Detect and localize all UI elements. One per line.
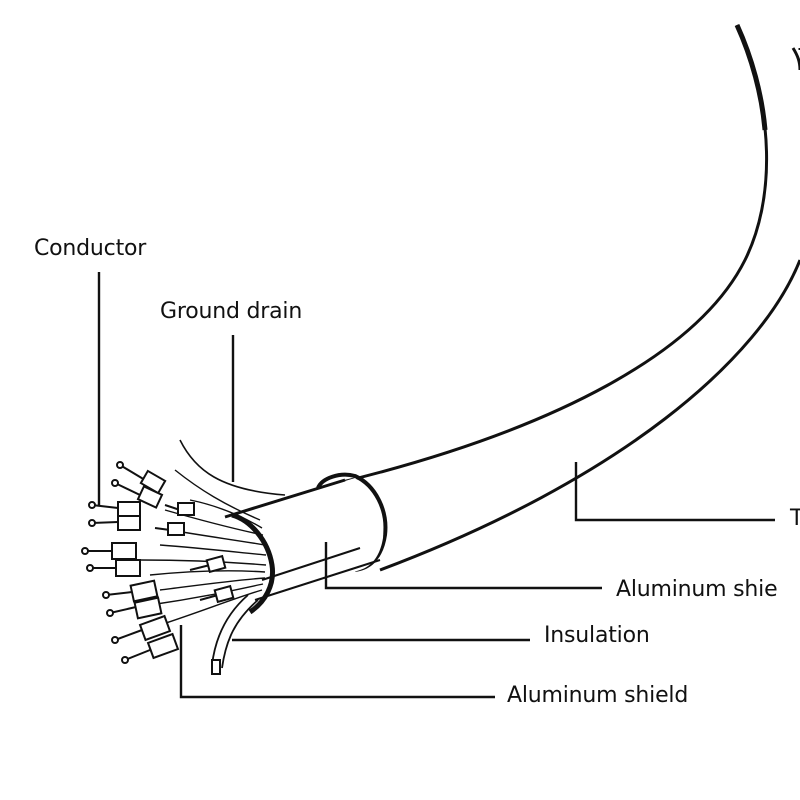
label-aluminum-shield-outer: Aluminum shie [616, 577, 778, 602]
jacket-outline-bottom-top [791, 47, 800, 71]
label-ground-drain: Ground drain [160, 299, 303, 324]
leader-aluminum-shield-outer [324, 542, 602, 590]
label-conductor: Conductor [34, 236, 147, 261]
conductor [106, 596, 163, 620]
shield-foil-body [232, 478, 384, 603]
jacket-outline-top [329, 24, 768, 487]
label-aluminum-shield-inner: Aluminum shield [507, 683, 689, 708]
conductor [199, 584, 235, 604]
conductor [86, 559, 141, 577]
conductor [111, 614, 172, 644]
conductor [189, 554, 227, 574]
jacket-outline-bottom [379, 48, 800, 572]
leader-jacket [574, 462, 775, 522]
conductor [154, 522, 185, 536]
conductor-pairs [81, 461, 235, 664]
conductor [164, 502, 195, 516]
shield-foil-top [224, 478, 346, 519]
conductor [116, 461, 167, 495]
shield-foil-rim [231, 512, 276, 615]
conductor [111, 479, 164, 509]
label-jacket: T [790, 506, 800, 531]
insulated-wire [211, 594, 259, 669]
label-insulation: Insulation [544, 623, 650, 648]
conductor [102, 579, 159, 603]
conductor [81, 542, 137, 560]
conductor [88, 515, 141, 531]
conductor [88, 501, 141, 517]
ground-drain-wire [179, 439, 286, 496]
conductor [121, 632, 180, 664]
jacket-opening [316, 472, 388, 572]
leader-aluminum-shield-inner [179, 625, 495, 699]
shield-foil-bottom [254, 547, 381, 601]
jacket-outline-top-tip [734, 23, 768, 131]
insulated-wire-tip [211, 659, 221, 675]
